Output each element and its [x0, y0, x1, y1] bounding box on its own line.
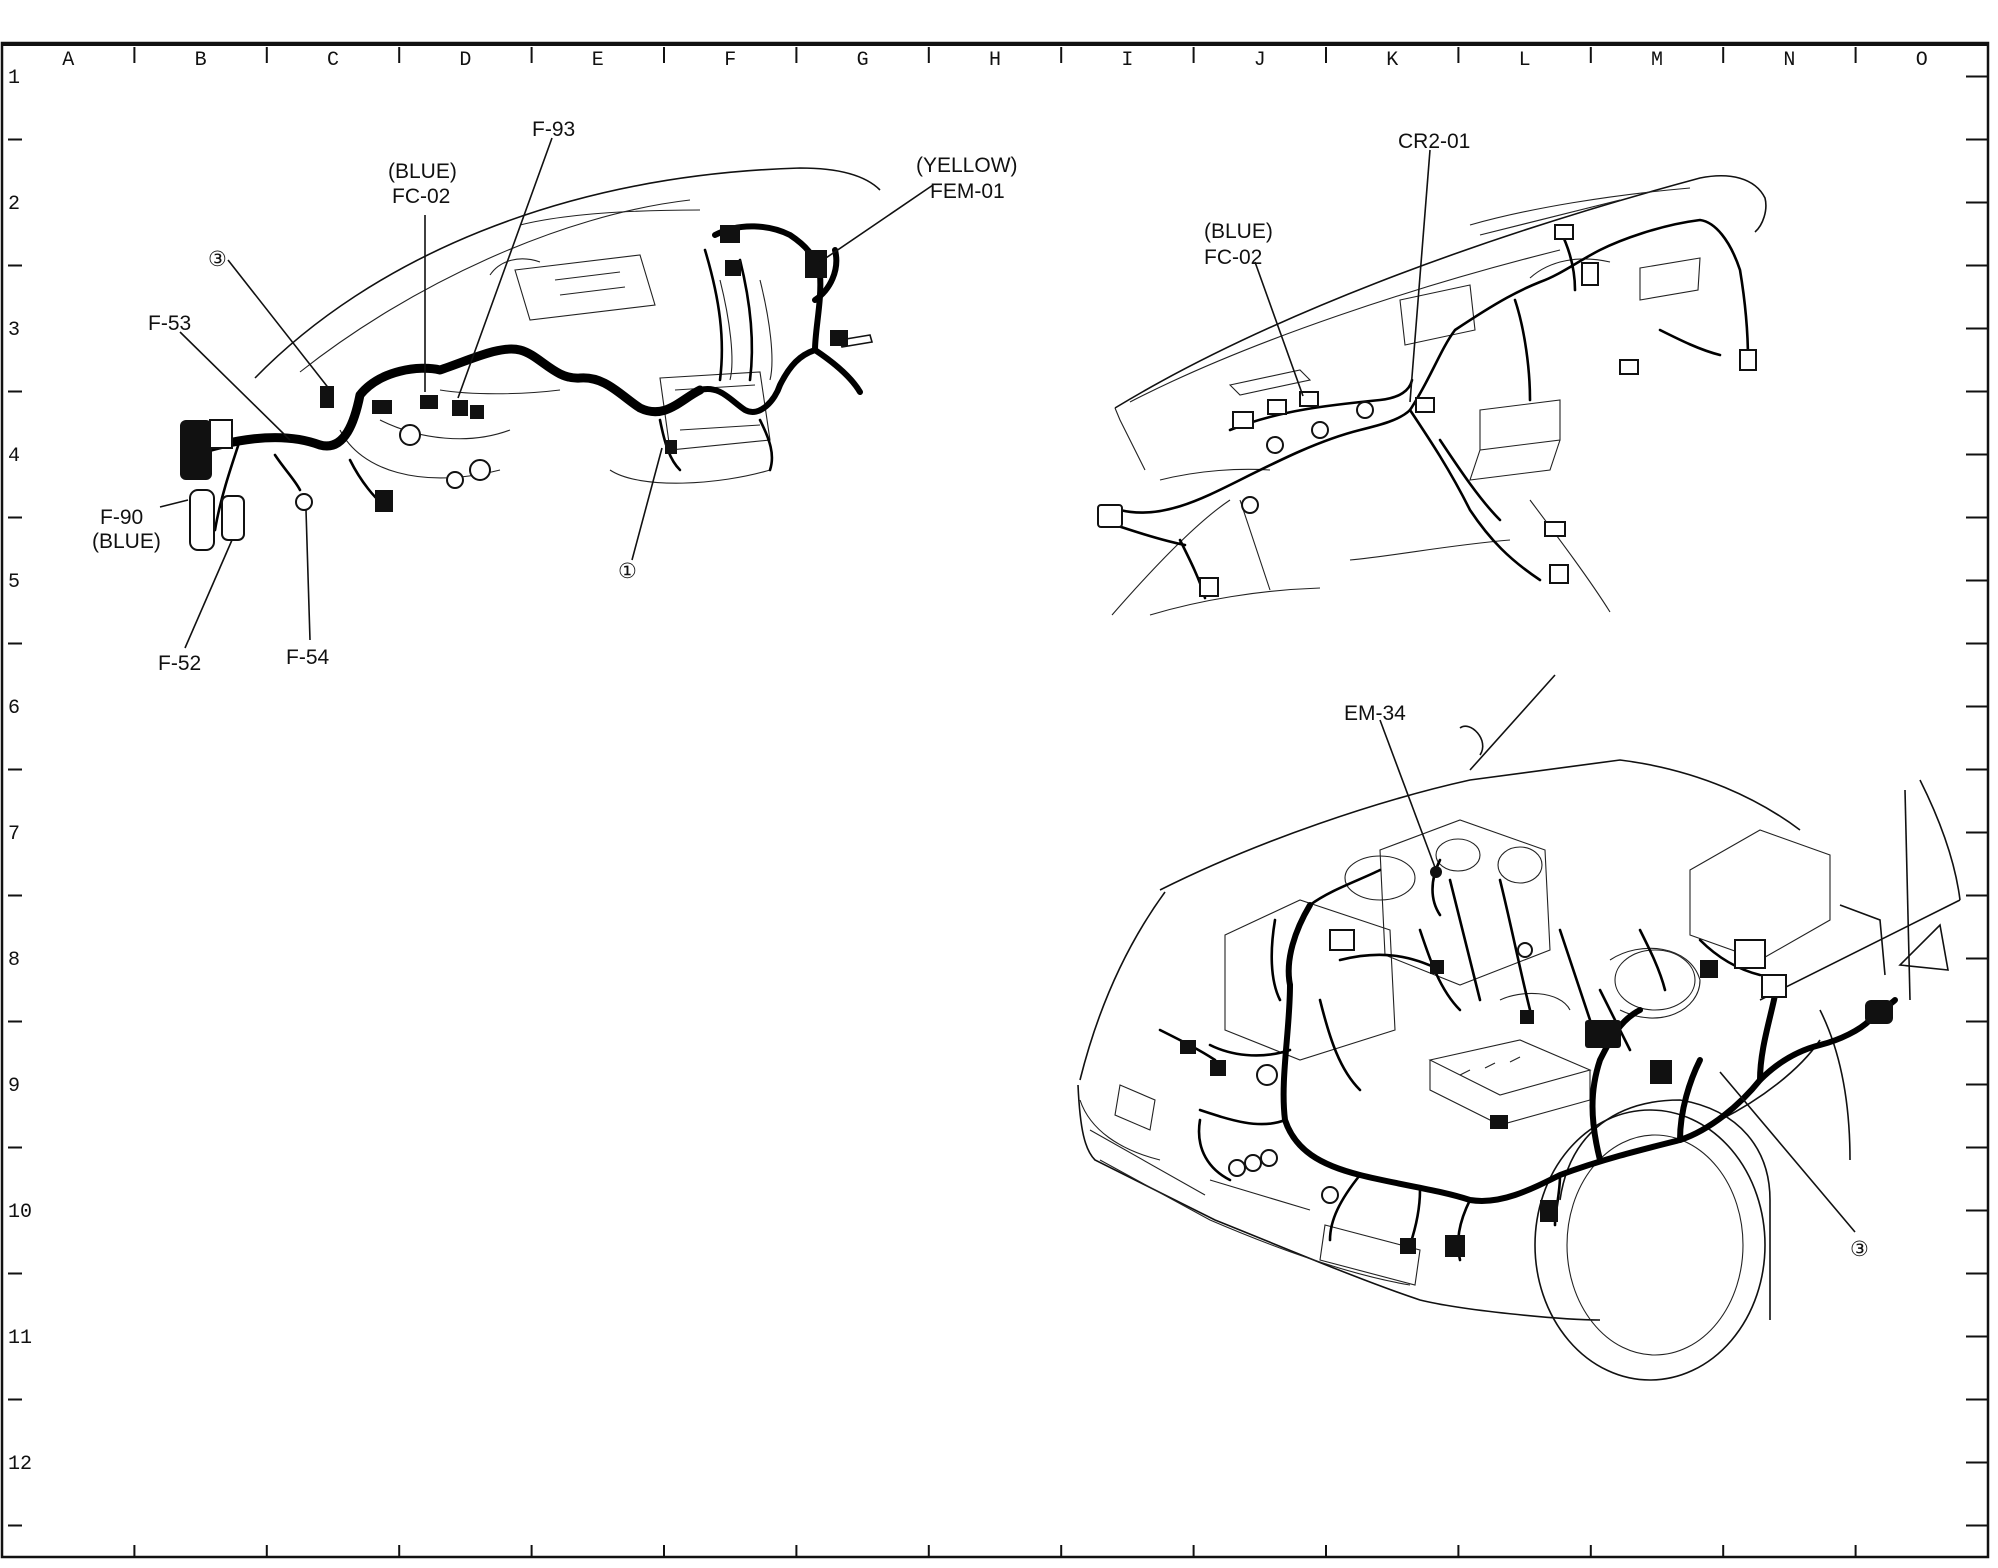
column-label-d: D: [459, 49, 471, 72]
f53-connector: [320, 386, 334, 408]
label-f54: F-54: [286, 646, 330, 669]
left-dashboard-illustration: [180, 167, 881, 551]
label-f90: F-90: [100, 506, 143, 529]
column-label-l: L: [1519, 49, 1531, 72]
engine-leader-lines: [1379, 719, 1856, 1233]
front-bumper: [1077, 1084, 1601, 1321]
right-headlight: [1319, 1224, 1421, 1286]
label-f52: F-52: [158, 652, 201, 675]
label-callout-3-left: ③: [208, 248, 227, 271]
cr201-connector: [1415, 397, 1435, 413]
column-labels: A B C D E F G H I J K L M N O: [62, 49, 1928, 72]
column-label-h: H: [989, 49, 1001, 72]
left-leader-lines: [159, 137, 934, 649]
label-fem01-color: (YELLOW): [916, 154, 1018, 177]
column-label-k: K: [1386, 49, 1398, 72]
engine-block-center: [1379, 819, 1551, 986]
label-fem01: FEM-01: [930, 180, 1005, 203]
rdash-top-outline: [1114, 175, 1767, 409]
f90-connector-block: [180, 420, 212, 480]
column-label-b: B: [195, 49, 207, 72]
left-headlight: [1114, 1084, 1156, 1131]
front-wheel: [1534, 1109, 1766, 1381]
row-label-7: 7: [8, 823, 20, 846]
row-ticks: [8, 75, 1988, 1527]
column-label-f: F: [724, 49, 736, 72]
row-label-4: 4: [8, 445, 20, 468]
right-dash-leader-lines: [1254, 149, 1431, 403]
main-harness-left: [180, 344, 705, 460]
f52-connector: [189, 489, 215, 551]
battery-top: [1428, 1039, 1592, 1096]
transmission: [1689, 829, 1831, 961]
engine-bay-illustration: [1077, 674, 1961, 1381]
label-callout-1: ①: [618, 560, 637, 583]
fem01-connector: [805, 250, 827, 278]
column-label-e: E: [592, 49, 604, 72]
row-label-5: 5: [8, 571, 20, 594]
row-label-2: 2: [8, 193, 20, 216]
column-label-j: J: [1254, 49, 1266, 72]
column-label-a: A: [62, 49, 74, 72]
right-dashboard-illustration: [1097, 175, 1767, 616]
label-f93: F-93: [532, 118, 575, 141]
rdash-radio: [1399, 284, 1476, 346]
label-rfc02-color: (BLUE): [1204, 220, 1273, 243]
column-label-n: N: [1783, 49, 1795, 72]
em34-connector: [1430, 866, 1442, 878]
row-label-12: 12: [8, 1453, 32, 1476]
fc02-connector-left: [420, 395, 438, 409]
hood-line: [1159, 759, 1801, 891]
label-f90-color: (BLUE): [92, 530, 161, 553]
dash-vent-panel: [514, 254, 656, 321]
label-fc02: FC-02: [392, 185, 450, 208]
bottom-ticks: [133, 1545, 1857, 1557]
column-label-c: C: [327, 49, 339, 72]
row-label-3: 3: [8, 319, 20, 342]
column-label-m: M: [1651, 49, 1663, 72]
row-label-11: 11: [8, 1327, 32, 1350]
row-label-6: 6: [8, 697, 20, 720]
rfc02-connector: [1299, 391, 1319, 407]
engine-main-harness: [1280, 982, 1898, 1204]
dash-top-outline: [254, 167, 881, 379]
column-ticks: [133, 47, 1857, 63]
f93-connector: [452, 400, 468, 416]
ecu-connector: [1585, 1020, 1621, 1048]
row-label-10: 10: [8, 1201, 32, 1224]
row-label-9: 9: [8, 1075, 20, 1098]
label-em34: EM-34: [1344, 702, 1406, 725]
label-rfc02: FC-02: [1204, 246, 1262, 269]
sheet-border: [0, 41, 1990, 1559]
column-label-i: I: [1121, 49, 1133, 72]
label-f53: F-53: [148, 312, 191, 335]
f54-connector: [295, 493, 313, 511]
label-fc02-color: (BLUE): [388, 160, 457, 183]
row-label-1: 1: [8, 67, 20, 90]
engine-block-left: [1224, 899, 1396, 1061]
column-label-g: G: [857, 49, 869, 72]
row-label-8: 8: [8, 949, 20, 972]
f54-connector-body: [221, 495, 245, 541]
rdash-lower-box: [1479, 399, 1561, 451]
column-label-o: O: [1916, 49, 1928, 72]
label-callout-3-right: ③: [1850, 1238, 1869, 1261]
label-cr201: CR2-01: [1398, 130, 1470, 153]
